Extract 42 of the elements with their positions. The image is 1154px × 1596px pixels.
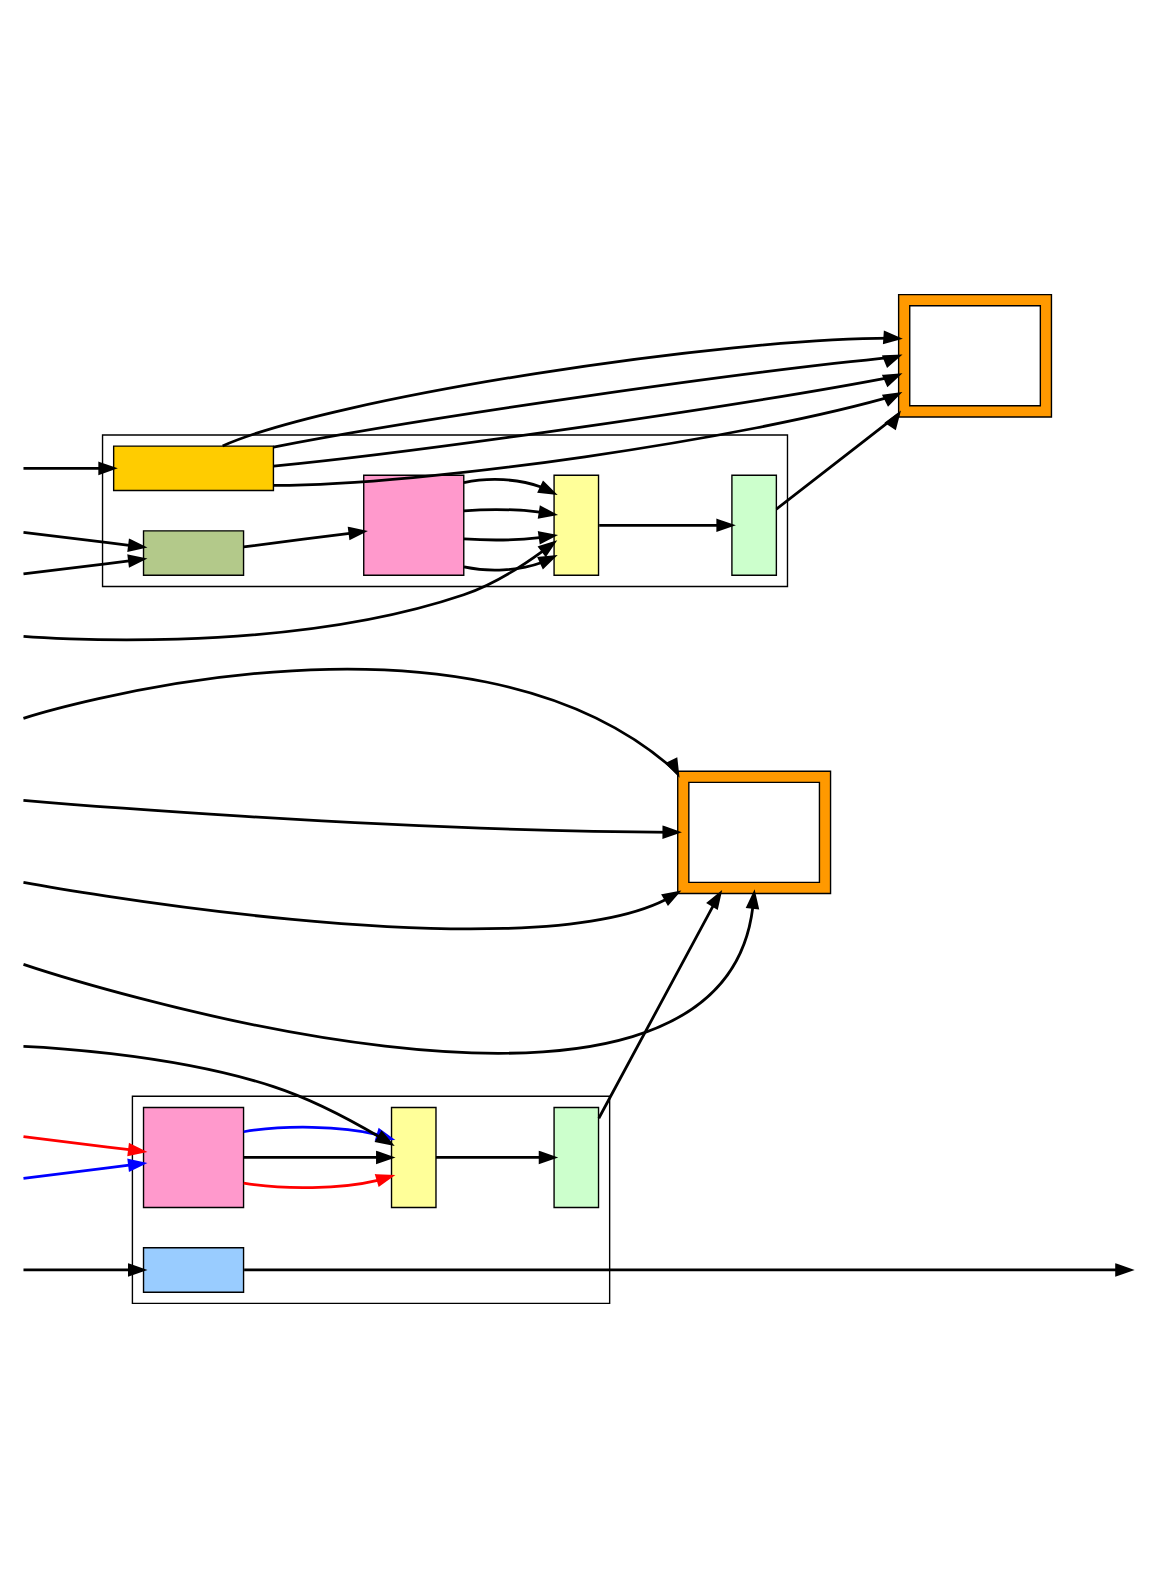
- arrow: [23, 880, 682, 929]
- arrow: [23, 666, 680, 777]
- arrow: [599, 517, 736, 532]
- arrow: [243, 1173, 396, 1189]
- cluster: [897, 292, 1053, 417]
- arrow: [463, 504, 559, 518]
- arrow: [273, 372, 903, 467]
- node-box: [731, 473, 778, 575]
- node-box: [553, 1105, 600, 1208]
- cluster: [131, 1094, 611, 1304]
- arrow: [222, 329, 903, 447]
- arrow: [23, 888, 760, 1054]
- node-box: [142, 1105, 245, 1208]
- node-box: [553, 473, 600, 575]
- arrow: [775, 409, 901, 510]
- cluster: [101, 433, 789, 587]
- node-box: [390, 1105, 437, 1208]
- node-box: [112, 444, 275, 491]
- arrow: [23, 1134, 148, 1156]
- arrow: [23, 553, 148, 575]
- node-box: [142, 529, 245, 575]
- arrow: [23, 1157, 148, 1179]
- arrow: [244, 1262, 1135, 1276]
- arrow: [243, 1149, 396, 1164]
- node-box: [142, 1246, 245, 1292]
- cluster: [677, 769, 832, 894]
- arrow: [273, 391, 903, 486]
- arrow: [23, 460, 118, 475]
- arrow: [463, 530, 559, 557]
- arrow: [243, 525, 368, 548]
- arrow: [273, 353, 903, 448]
- arrow: [597, 888, 723, 1118]
- arrow: [436, 1149, 559, 1164]
- arrow: [23, 529, 148, 551]
- node-box: [909, 304, 1042, 406]
- arrow: [23, 798, 682, 839]
- node-box: [363, 473, 465, 575]
- arrow: [463, 477, 558, 494]
- arrow: [23, 1262, 148, 1276]
- arrow: [463, 554, 558, 571]
- arrow: [23, 539, 558, 641]
- node-box: [688, 780, 821, 883]
